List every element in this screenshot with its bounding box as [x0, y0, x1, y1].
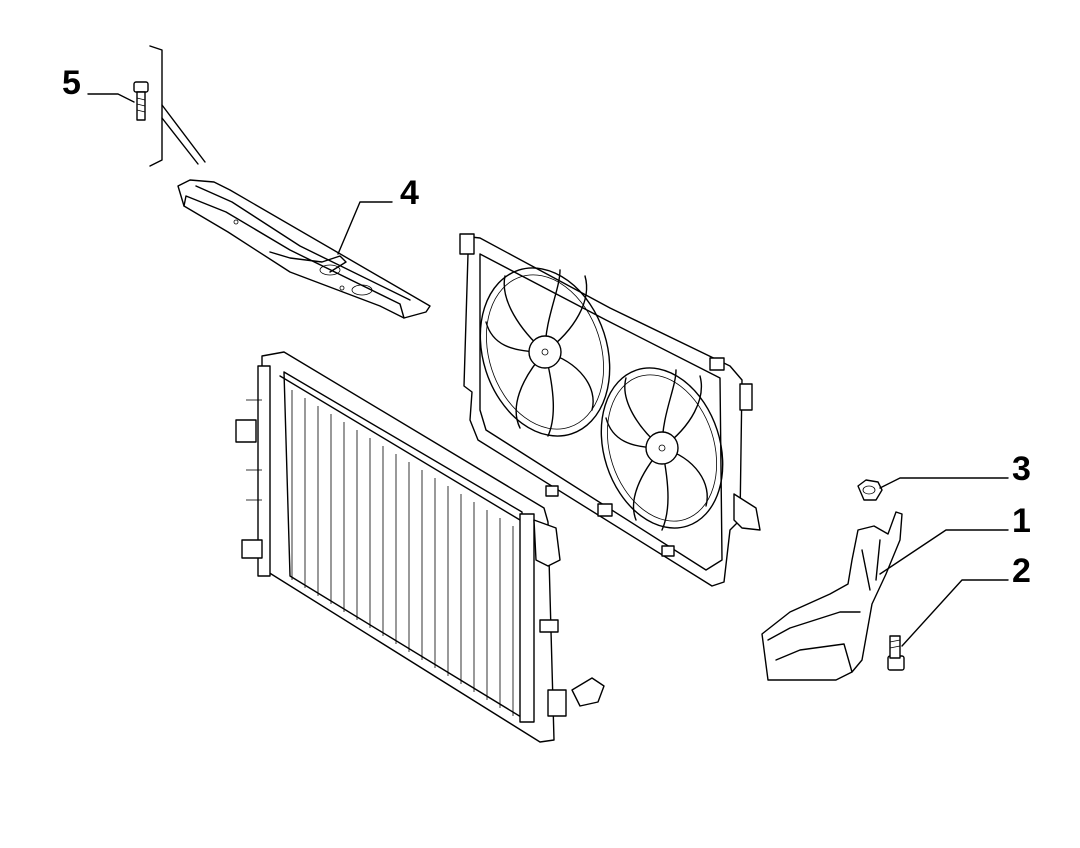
callout-1: 1	[1012, 502, 1031, 540]
part-4-leader	[337, 201, 393, 255]
part-5-leader	[87, 45, 206, 167]
part-2-leader	[901, 579, 1009, 647]
part-4-cover-plate	[177, 179, 431, 319]
callout-5: 5	[62, 64, 81, 102]
callout-3: 3	[1012, 450, 1031, 488]
part-3-leader	[879, 477, 1009, 489]
part-1-leader	[879, 529, 1009, 575]
fan-left	[479, 267, 611, 437]
part-5-bolt	[133, 81, 149, 121]
part-1-air-duct	[761, 511, 903, 681]
radiator	[235, 351, 605, 743]
fan-right	[600, 367, 724, 531]
part-2-bolt	[887, 635, 905, 671]
callout-4: 4	[400, 174, 419, 212]
callout-2: 2	[1012, 552, 1031, 590]
part-3-nut	[857, 479, 883, 501]
fan-shroud	[459, 233, 761, 587]
